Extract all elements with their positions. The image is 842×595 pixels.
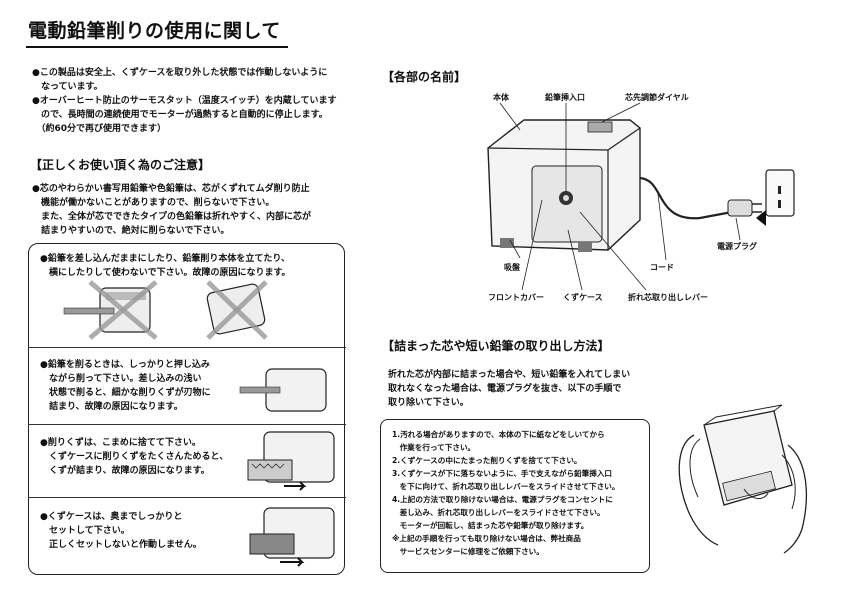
caution-item-line: ながら削って下さい。差し込みの浅い — [40, 374, 202, 384]
step-line: ※上記の手順を行っても取り除けない場合は、弊社商品 — [392, 534, 581, 543]
caution-divider — [28, 347, 346, 348]
label-suction: 吸盤 — [504, 263, 520, 272]
caution-item-line: 横にしたりして使わないで下さい。故障の原因になります。 — [40, 268, 291, 278]
caution-line: 機能が働かないことがありますので、削らないで下さい。 — [32, 198, 275, 208]
label-pencil-inlet: 鉛筆挿入口 — [545, 93, 585, 102]
caution-heading: 【正しくお使い頂く為のご注意】 — [30, 158, 211, 172]
jam-heading: 【詰まった芯や短い鉛筆の取り出し方法】 — [382, 339, 610, 353]
caution-item-line: 状態で削ると、細かな削りくずが刃物に — [40, 388, 211, 398]
leader-lines — [499, 102, 741, 291]
misuse-illustration — [63, 280, 268, 340]
step-line: 1.汚れる場合がありますので、本体の下に紙などをしいてから — [392, 430, 605, 439]
caution-item: ●鉛筆を削るときは、しっかりと押し込み ながら削って下さい。差し込みの浅い 状態… — [40, 358, 211, 414]
parts-diagram — [487, 119, 795, 252]
label-tip-dial: 芯先調節ダイヤル — [625, 93, 689, 102]
caution-item-line: ●鉛筆を削るときは、しっかりと押し込み — [40, 360, 210, 370]
caution-item-line: 詰まり、故障の原因になります。 — [40, 402, 183, 412]
sharpener-sideways-crossed — [206, 280, 268, 340]
caution-item: ●鉛筆を差し込んだままにしたり、鉛筆削り本体を立てたり、 横にしたりして使わない… — [40, 252, 291, 280]
title-underline — [26, 46, 288, 48]
intro-line: ので、長時間の連続使用でモーターが過熱すると自動的に停止します。 — [32, 110, 328, 120]
push-pencil-illustration — [239, 368, 327, 412]
label-cord: コード — [650, 263, 674, 272]
insert-waste-case-illustration — [249, 507, 335, 567]
step-line: を下に向けて、折れ芯取り出しレバーをスライドさせて下さい。 — [392, 482, 620, 491]
caution-box — [28, 243, 345, 575]
caution-item: ●削りくずは、こまめに捨てて下さい。 くずケースに削りくずをたくさんためると、 … — [40, 436, 228, 478]
caution-item-line: ●鉛筆を差し込んだままにしたり、鉛筆削り本体を立てたり、 — [40, 254, 290, 264]
step-line: 2.くずケースの中にたまった削りくずを捨てて下さい。 — [392, 456, 582, 465]
step-line: サービスセンターに修理をご依頼下さい。 — [392, 547, 544, 556]
step-line: 4.上記の方法で取り除けない場合は、電源プラグをコンセントに — [392, 495, 613, 504]
caution-line: 詰まりやすいので、絶対に削らないで下さい。 — [32, 226, 230, 236]
step-line: 差し込み、折れ芯取り出しレバーをスライドさせて下さい。 — [392, 508, 605, 517]
intro-text: ●この製品は安全上、くずケースを取り外した状態では作動しないように なっています… — [32, 66, 337, 136]
caution-item-line: セットして下さい。 — [40, 526, 130, 536]
label-plug: 電源プラグ — [717, 242, 757, 251]
steps-list: 1.汚れる場合がありますので、本体の下に紙などをしいてから 作業を行って下さい。… — [392, 428, 619, 558]
caution-divider — [28, 497, 346, 498]
jam-intro-line: 取れなくなった場合は、電源プラグを抜き、以下の手順で — [388, 384, 622, 394]
intro-line: （約60分で再び使用できます） — [32, 124, 167, 134]
step-line: 作業を行って下さい。 — [392, 443, 476, 452]
intro-line: ●この製品は安全上、くずケースを取り外した状態では作動しないように — [32, 68, 328, 78]
caution-line: また、全体が芯でできたタイプの色鉛筆は折れやすく、内部に芯が — [32, 212, 312, 222]
full-waste-case-illustration — [247, 431, 335, 491]
caution-item-line: くずケースに削りくずをたくさんためると、 — [40, 452, 229, 462]
caution-item-line: くずが詰まり、故障の原因になります。 — [40, 466, 210, 476]
sharpener-with-pencil-crossed — [63, 280, 158, 340]
page-title: 電動鉛筆削りの使用に関して — [28, 20, 281, 42]
parts-heading: 【各部の名前】 — [382, 70, 467, 84]
caution-line: ●芯のやわらかい書写用鉛筆や色鉛筆は、芯がくずれてムダ削り防止 — [32, 184, 310, 194]
step-line: モーターが回転し、詰まった芯や鉛筆が取り除けます。 — [392, 521, 589, 530]
caution-item-line: ●くずケースは、奥までしっかりと — [40, 512, 183, 522]
jam-intro-line: 折れた芯が内部に詰まった場合や、短い鉛筆を入れてしまい — [388, 370, 631, 380]
label-lever: 折れ芯取り出しレバー — [628, 293, 708, 302]
label-waste-case: くずケース — [563, 293, 603, 302]
hands-holding-illustration — [678, 404, 807, 554]
caution-divider — [28, 424, 346, 425]
jam-intro-line: 取り除いて下さい。 — [388, 398, 469, 408]
label-body: 本体 — [493, 93, 509, 102]
caution-item: ●くずケースは、奥までしっかりと セットして下さい。 正しくセットしないと作動し… — [40, 510, 202, 552]
intro-line: なっています。 — [32, 82, 103, 92]
step-line: 3.くずケースが下に落ちないように、手で支えながら鉛筆挿入口 — [392, 469, 613, 478]
caution-item-line: ●削りくずは、こまめに捨てて下さい。 — [40, 438, 201, 448]
jam-intro: 折れた芯が内部に詰まった場合や、短い鉛筆を入れてしまい 取れなくなった場合は、電… — [388, 368, 630, 410]
caution-item-line: 正しくセットしないと作動しません。 — [40, 540, 202, 550]
caution-text: ●芯のやわらかい書写用鉛筆や色鉛筆は、芯がくずれてムダ削り防止 機能が働かないこ… — [32, 182, 311, 238]
label-front-cover: フロントカバー — [488, 293, 544, 302]
intro-line: ●オーバーヒート防止のサーモスタット（温度スイッチ）を内蔵しています — [32, 96, 337, 106]
steps-box — [380, 419, 650, 573]
